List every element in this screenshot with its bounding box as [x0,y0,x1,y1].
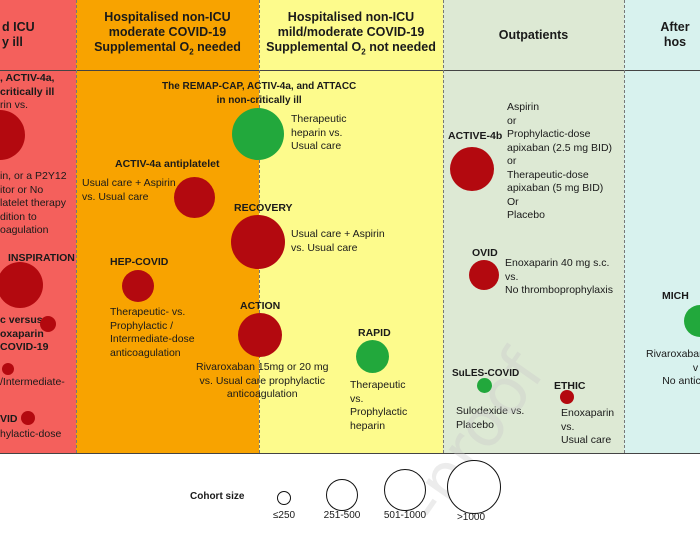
legend-circle-small [277,491,291,505]
study-label-remap-cap: The REMAP-CAP, ACTIV-4a, and ATTACC in n… [162,81,357,106]
study-label-recovery: RECOVERY [234,202,293,214]
study-bubble-rapid [356,340,389,373]
column-icu: d ICU y ill [0,0,76,453]
study-label-hep-covid: HEP-COVID [110,256,169,268]
header-line: moderate COVID-19 [108,25,227,40]
study-desc-remap-cap: Therapeutic heparin vs. Usual care [291,113,347,152]
study-desc-mich: Rivaroxaban v No antic [646,348,700,387]
study-bubble-ovid [469,260,499,290]
legend-title: Cohort size [190,491,245,502]
header-line: mild/moderate COVID-19 [277,25,425,40]
column-separator [443,0,444,453]
legend-label-xlarge: >1000 [456,512,486,523]
study-label-mich: MICH [662,290,689,302]
study-bubble-remap-cap [232,108,284,160]
study-bubble-icu-vid [21,411,35,425]
study-desc-activ4a-antiplatelet: Usual care + Aspirin vs. Usual care [82,177,176,203]
icu-activ-label: , ACTIV-4a, critically ill [0,72,55,98]
study-label-ethic: ETHIC [554,380,586,392]
study-label-inspiration: INSPIRATION [8,252,75,264]
header-line: Outpatients [498,27,569,42]
study-label-icu-vid: VID [0,413,18,425]
study-desc-active-4b: Aspirin or Prophylactic-dose apixaban (2… [507,101,613,221]
study-label-activ4a-antiplatelet: ACTIV-4a antiplatelet [115,158,220,170]
column-separator [624,0,625,453]
study-label-active-4b: ACTIVE-4b [448,130,503,142]
legend-divider [0,453,700,454]
legend-circle-large [384,469,426,511]
icu-phylactic-desc: hylactic-dose [0,428,62,440]
column-header-icu: d ICU y ill [0,0,76,71]
study-bubble-hep-covid [122,270,154,302]
column-noncritical-no-o2: Hospitalised non-ICU mild/moderate COVID… [259,0,443,453]
column-outpatients: Outpatients [443,0,624,453]
study-bubble-inspiration [0,262,43,308]
study-desc-action: Rivaroxaban 15mg or 20 mg vs. Usual care… [196,361,329,400]
legend-circle-xlarge [447,460,501,514]
study-bubble-ethic [560,390,574,404]
column-header-noncritical-o2: Hospitalised non-ICU moderate COVID-19 S… [76,0,259,71]
study-desc-recovery: Usual care + Aspirin vs. Usual care [291,228,385,254]
study-bubble-sules-covid [477,378,492,393]
study-desc-hep-covid: Therapeutic- vs. Prophylactic / Intermed… [110,306,195,359]
legend-label-large: 501-1000 [383,510,427,521]
header-line: Hospitalised non-ICU [104,10,231,25]
study-bubble-icu-versus [40,316,56,332]
header-line: Supplemental O2 not needed [266,40,436,57]
study-label-sules-covid: SuLES-COVID [452,368,520,379]
header-line: y ill [2,35,23,49]
column-after-hospital: After hos [624,0,700,453]
column-header-outpatients: Outpatients [443,0,624,71]
study-bubble-action [238,313,282,357]
study-desc-ethic: Enoxaparin vs. Usual care [561,407,615,446]
icu-activ-desc: rin vs. [0,99,29,111]
study-desc-rapid: Therapeutic vs. Prophylactic heparin [350,379,408,432]
study-label-action: ACTION [240,300,281,312]
header-line: Supplemental O2 needed [94,40,241,57]
header-line: After hos [660,20,690,49]
icu-versus-label: c versus oxaparin COVID-19 [0,314,49,353]
study-desc-ovid: Enoxaparin 40 mg s.c. vs. No thromboprop… [505,257,613,296]
study-label-rapid: RAPID [358,327,391,339]
column-header-noncritical-no-o2: Hospitalised non-ICU mild/moderate COVID… [259,0,443,71]
icu-p2y12-desc: in, or a P2Y12 itor or No latelet therap… [0,170,67,236]
icu-intermediate-desc: /Intermediate- [0,376,65,388]
study-bubble-active-4b [450,147,494,191]
study-desc-sules-covid: Sulodexide vs. Placebo [456,405,525,431]
study-bubble-icu-small [2,363,14,375]
study-bubble-recovery [231,215,285,269]
study-label-ovid: OVID [472,247,498,259]
column-header-after-hospital: After hos [624,0,700,71]
study-bubble-activ4a-antiplatelet [174,177,215,218]
study-bubble-mich [684,305,700,337]
header-line: Hospitalised non-ICU [287,10,415,25]
header-line: d ICU [2,20,35,34]
column-separator [76,0,77,453]
column-noncritical-o2: Hospitalised non-ICU moderate COVID-19 S… [76,0,259,453]
legend-label-small: ≤250 [272,510,296,521]
legend-circle-medium [326,479,358,511]
legend-label-medium: 251-500 [323,510,361,521]
